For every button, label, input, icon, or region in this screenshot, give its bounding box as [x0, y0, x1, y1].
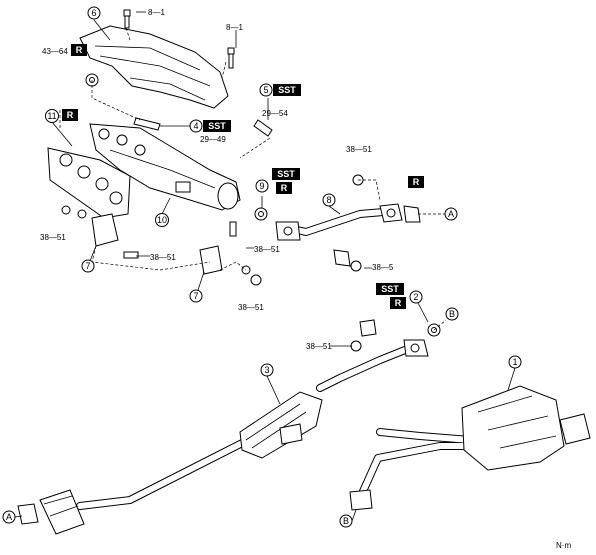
connector-b-lower: B: [339, 514, 353, 528]
torque-38-51-a: 38—51: [346, 145, 372, 154]
svg-text:1: 1: [512, 357, 517, 367]
svg-text:SST: SST: [277, 169, 295, 179]
svg-text:R: R: [395, 298, 402, 308]
callout-7-lower: 7: [189, 289, 203, 303]
tag-r-9: R: [276, 182, 292, 194]
svg-text:3: 3: [264, 365, 269, 375]
svg-text:R: R: [67, 110, 74, 120]
main-silencer: [349, 385, 591, 511]
svg-text:10: 10: [157, 215, 167, 225]
tag-r-front-pipe: R: [408, 176, 424, 188]
svg-text:SST: SST: [381, 284, 399, 294]
torque-8-1-top: 8—1: [148, 8, 165, 17]
torque-38-51-f: 38—51: [306, 342, 332, 351]
springs-middle: [350, 319, 377, 352]
gasket-9: [254, 207, 268, 221]
bolts-lower: [61, 205, 262, 286]
tag-sst-9: SST: [272, 168, 300, 180]
callout-6: 6: [87, 6, 101, 20]
callout-7-upper: 7: [81, 259, 95, 273]
torque-38-51-b: 38—51: [40, 233, 66, 242]
svg-text:SST: SST: [208, 121, 226, 131]
heat-insulator: [79, 25, 229, 109]
svg-text:2: 2: [413, 292, 418, 302]
front-pipe: [275, 203, 421, 241]
bolt-insulator-mid: [227, 47, 235, 69]
torque-38-5: 38—5: [372, 263, 394, 272]
tag-r-2: R: [390, 297, 406, 309]
torque-38-51-e: 38—51: [238, 303, 264, 312]
torque-38-51-d: 38—51: [150, 253, 176, 262]
manifold-gasket: [47, 147, 131, 219]
callout-4: 4: [189, 119, 203, 133]
callout-1: 1: [508, 355, 522, 369]
bracket-upper: [91, 213, 119, 247]
exhaust-manifold: [89, 123, 241, 211]
bolt-insulator-top: [123, 9, 131, 29]
torque-8-1-mid: 8—1: [226, 23, 243, 32]
svg-text:6: 6: [91, 8, 96, 18]
callout-2: 2: [409, 290, 423, 304]
svg-text:R: R: [413, 177, 420, 187]
svg-text:4: 4: [193, 121, 198, 131]
oxygen-sensor-front: [133, 117, 161, 131]
callout-3: 3: [260, 363, 274, 377]
torque-43-64: 43—64: [42, 47, 68, 56]
svg-text:R: R: [76, 45, 83, 55]
callout-5: 5: [259, 83, 273, 97]
oxygen-sensor-rear: [253, 119, 273, 137]
svg-text:R: R: [281, 183, 288, 193]
callout-10: 10: [155, 213, 169, 227]
svg-text:A: A: [6, 512, 12, 522]
svg-text:SST: SST: [278, 85, 296, 95]
springs-front: [333, 249, 362, 272]
tag-sst-2: SST: [376, 283, 404, 295]
svg-text:5: 5: [263, 85, 268, 95]
tag-sst-4: SST: [203, 120, 231, 132]
torque-29-54: 29—54: [262, 109, 288, 118]
bracket-lower: [199, 245, 223, 275]
callout-leaders: [51, 11, 516, 405]
callout-8: 8: [322, 193, 336, 207]
tag-r-43-64: R: [71, 44, 87, 56]
leader-lines: [59, 27, 447, 331]
svg-text:11: 11: [47, 111, 56, 121]
callout-9: 9: [255, 179, 269, 193]
unit-label: N·m: [556, 541, 571, 550]
svg-text:B: B: [343, 516, 349, 526]
tag-r-gasket: R: [62, 109, 78, 121]
svg-text:7: 7: [193, 291, 198, 301]
connector-a-upper: A: [444, 207, 458, 221]
svg-text:9: 9: [259, 181, 264, 191]
connector-a-lower: A: [2, 510, 16, 524]
tag-sst-5: SST: [273, 84, 301, 96]
svg-text:B: B: [449, 309, 455, 319]
middle-pipe: [17, 339, 429, 535]
callout-11: 11: [45, 109, 59, 123]
connector-b-upper: B: [445, 307, 459, 321]
torque-38-51-c: 38—51: [254, 245, 280, 254]
svg-text:8: 8: [326, 195, 331, 205]
torque-29-49: 29—49: [200, 135, 226, 144]
svg-text:7: 7: [85, 261, 90, 271]
svg-text:A: A: [448, 209, 454, 219]
